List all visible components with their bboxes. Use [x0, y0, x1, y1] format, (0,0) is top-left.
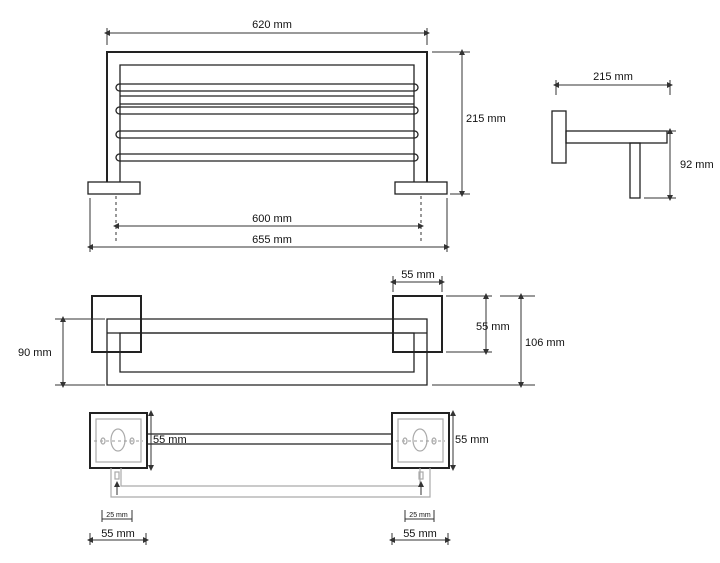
right-wall-plate	[391, 412, 450, 469]
dim-90: 90 mm	[18, 347, 52, 359]
wall-view: 55 mm 55 mm 25 mm 25 mm 55 mm 55 mm	[87, 410, 489, 545]
dim-25-left: 25 mm	[106, 512, 128, 519]
dim-55-bottom-left: 55 mm	[101, 528, 135, 540]
dim-top-55: 55 mm	[401, 269, 435, 281]
dim-plate-right-55: 55 mm	[455, 434, 489, 446]
dim-inner-55: 55 mm	[153, 434, 187, 446]
dim-side-215: 215 mm	[593, 71, 633, 83]
left-wall-plate	[89, 412, 148, 469]
dim-92: 92 mm	[680, 159, 714, 171]
side-view: 215 mm 92 mm	[551, 71, 714, 201]
dim-25-right: 25 mm	[409, 512, 431, 519]
dim-right-55: 55 mm	[476, 321, 510, 333]
dim-655: 655 mm	[252, 234, 292, 246]
dim-215: 215 mm	[466, 113, 506, 125]
front-view: 620 mm 215 mm 600 mm 655 mm	[87, 19, 506, 252]
dim-106: 106 mm	[525, 337, 565, 349]
dim-600: 600 mm	[252, 213, 292, 225]
dim-55-bottom-right: 55 mm	[403, 528, 437, 540]
dim-620: 620 mm	[252, 19, 292, 31]
top-view: 55 mm 55 mm 106 mm 90 mm	[18, 269, 565, 388]
